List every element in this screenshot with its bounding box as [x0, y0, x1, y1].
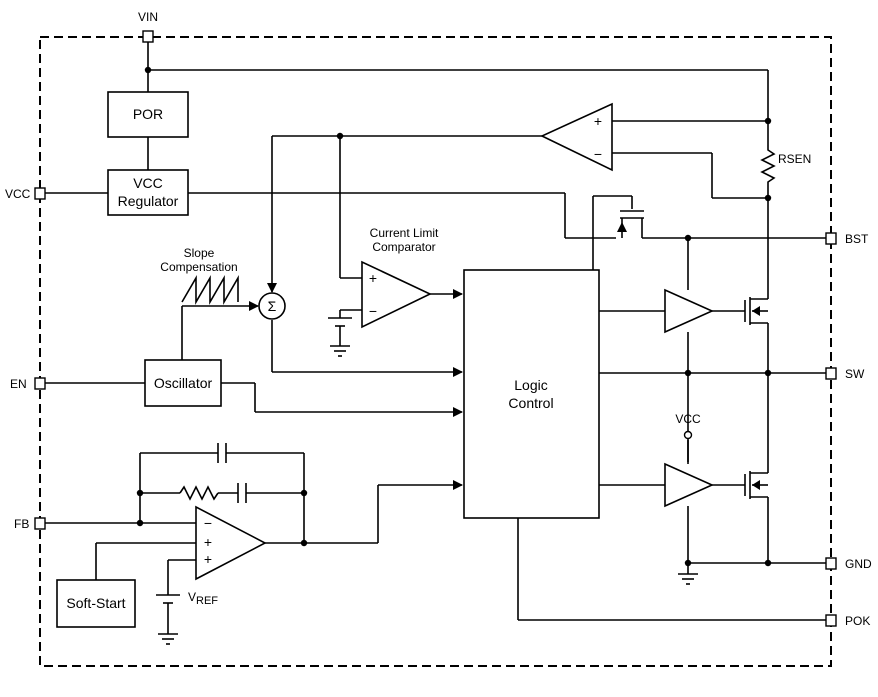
sense-amplifier: + −	[540, 102, 613, 172]
comparator-minus: −	[369, 303, 377, 319]
current-limit-label-1: Current Limit	[370, 226, 439, 240]
sense-amp-plus: +	[594, 113, 602, 129]
vcc-pin	[34, 187, 46, 200]
svg-text:Oscillator: Oscillator	[154, 375, 213, 391]
junction-dots	[136, 66, 772, 567]
vin-pin	[142, 30, 154, 43]
svg-text:VCC: VCC	[133, 175, 163, 191]
rsen-label: RSEN	[778, 152, 811, 166]
current-limit-label-2: Comparator	[372, 240, 435, 254]
sense-amp-minus: −	[594, 146, 602, 162]
por-block: POR	[107, 91, 189, 138]
wires	[40, 42, 826, 645]
svg-text:Logic: Logic	[514, 377, 547, 393]
en-pin-label: EN	[10, 377, 27, 391]
svg-text:Regulator: Regulator	[118, 193, 179, 209]
error-amp-plus-1: +	[204, 534, 212, 550]
vcc-regulator-block: VCC Regulator	[107, 169, 189, 216]
error-amp-plus-2: +	[204, 551, 212, 567]
gnd-pin	[825, 557, 837, 570]
bst-pin	[825, 232, 837, 245]
high-side-driver	[664, 288, 714, 334]
error-amp-minus: −	[204, 515, 212, 531]
sawtooth-waveform-icon	[181, 275, 239, 305]
nmos-arrow-icon	[752, 480, 760, 490]
svg-text:Control: Control	[508, 395, 553, 411]
pmos-arrow-icon	[617, 222, 627, 232]
error-amplifier: − + +	[195, 505, 267, 581]
oscillator-block: Oscillator	[144, 359, 222, 407]
low-side-driver	[664, 462, 714, 508]
slope-comp-label-1: Slope	[184, 246, 215, 260]
pok-pin-label: POK	[845, 614, 870, 628]
sw-pin-label: SW	[845, 367, 865, 381]
nmos-arrow-icon	[752, 306, 760, 316]
sw-pin	[825, 367, 837, 380]
vcc-supply-label: VCC	[675, 412, 701, 426]
svg-text:Soft-Start: Soft-Start	[66, 595, 125, 611]
chip-boundary	[39, 36, 832, 667]
bst-pin-label: BST	[845, 232, 869, 246]
svg-text:POR: POR	[133, 106, 163, 122]
vcc-pin-label: VCC	[5, 187, 31, 201]
fb-pin-label: FB	[14, 517, 29, 531]
pok-pin	[825, 614, 837, 627]
vcc-supply-terminal	[683, 430, 693, 440]
gnd-pin-label: GND	[845, 557, 872, 571]
fb-pin	[34, 517, 46, 530]
vin-pin-label: VIN	[138, 10, 158, 24]
sigma-icon: Σ	[268, 298, 277, 314]
comparator-plus: +	[369, 270, 377, 286]
soft-start-block: Soft-Start	[56, 579, 136, 628]
logic-control-block: Logic Control	[463, 269, 600, 519]
en-pin	[34, 377, 46, 390]
summing-node: Σ	[258, 292, 286, 320]
slope-comp-label-2: Compensation	[160, 260, 237, 274]
current-limit-comparator: + −	[361, 260, 432, 329]
vref-label: VREF	[188, 590, 218, 607]
